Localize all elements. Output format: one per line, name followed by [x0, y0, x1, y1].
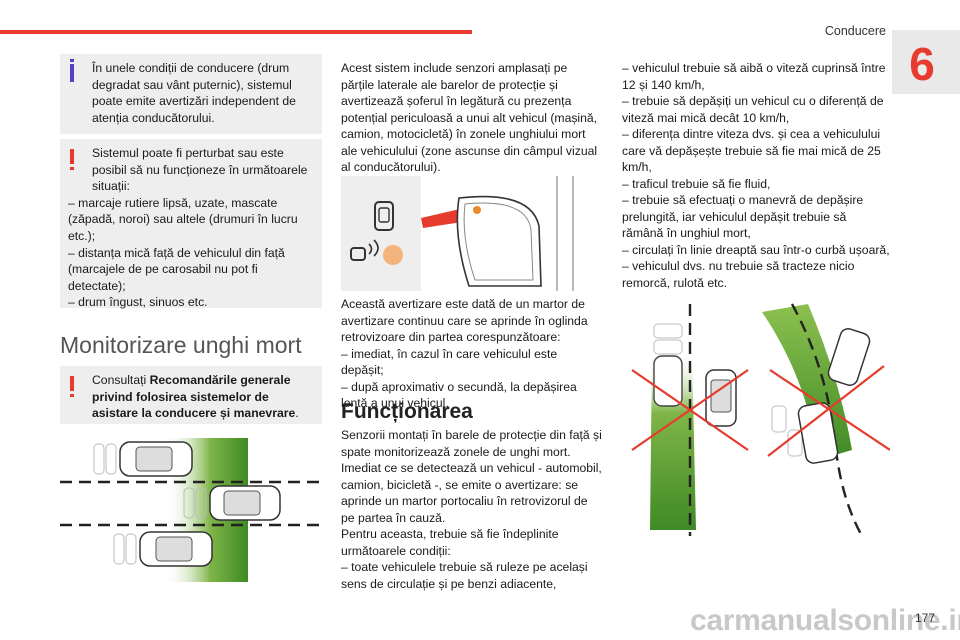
condition-item: – vehiculul dvs. nu trebuie să tracteze … — [622, 259, 855, 290]
curve-illustration — [631, 303, 890, 537]
condition-item: – trebuie să depășiți un vehicul cu o di… — [622, 94, 884, 125]
operation-text: – toate vehiculele trebuie să ruleze pe … — [341, 560, 588, 591]
subsection-title: Funcționarea — [341, 400, 473, 423]
warning-icon — [70, 376, 74, 397]
car-bottom-lane — [113, 531, 213, 567]
mirror-lamp — [473, 206, 481, 214]
info-note: În unele condiții de conducere (drum deg… — [60, 54, 322, 134]
car-icon-small — [350, 247, 366, 261]
car-right-lane — [705, 369, 737, 427]
warning-paragraph: Această avertizare este dată de un marto… — [341, 296, 603, 412]
car-curve-bottom — [771, 402, 839, 464]
mirror-shape — [456, 195, 542, 287]
car-curve-top — [827, 328, 871, 386]
condition-item: – circulați în linie dreaptă sau într-o … — [622, 242, 890, 257]
cross-line — [769, 369, 890, 451]
lane-illustration — [60, 438, 322, 582]
consult-prefix: Consultați — [92, 373, 150, 387]
condition-item: – traficul trebuie să fie fluid, — [622, 176, 771, 191]
operation-text: Pentru aceasta, trebuie să fie îndeplini… — [341, 527, 559, 558]
header-accent-bar — [0, 30, 472, 34]
warning-note: Sistemul poate fi perturbat sau este pos… — [60, 139, 322, 310]
warning-list-item: – imediat, în cazul în care vehiculul es… — [341, 346, 558, 378]
warning-list-item: – după aproximativ o secundă, la depășir… — [341, 379, 577, 411]
car-top-lane — [93, 441, 193, 477]
operation-text: Imediat ce se detectează un vehicul - au… — [341, 461, 602, 525]
condition-item: – diferența dintre viteza dvs. și cea a … — [622, 127, 881, 174]
page-number: 177 — [914, 611, 935, 625]
mirror-illustration — [341, 176, 574, 291]
consult-note: Consultați Recomandările generale privin… — [60, 366, 322, 424]
conditions-list: – vehiculul trebuie să aibă o viteză cup… — [622, 60, 890, 291]
warning-note-intro: Sistemul poate fi perturbat sau este pos… — [92, 146, 308, 194]
car-left-ghost — [653, 323, 683, 407]
intro-text: Acest sistem include senzori amplasați p… — [341, 61, 598, 174]
consult-suffix: . — [295, 406, 299, 421]
condition-item: – trebuie să efectuați o manevră de depă… — [622, 193, 864, 240]
info-icon — [70, 59, 74, 82]
chapter-title: Conducere — [824, 24, 886, 38]
watermark: carmanualsonline.info — [690, 604, 960, 637]
warning-icon — [70, 149, 74, 170]
warning-text: Această avertizare este dată de un marto… — [341, 297, 588, 344]
intro-paragraph: Acest sistem include senzori amplasați p… — [341, 60, 603, 176]
info-note-text: În unele condiții de conducere (drum deg… — [92, 61, 296, 125]
signal-waves-icon — [368, 239, 379, 257]
car-icon — [374, 201, 394, 231]
condition-item: – vehiculul trebuie să aibă o viteză cup… — [622, 61, 886, 92]
warning-item: – marcaje rutiere lipsă, uzate, mascate … — [68, 195, 298, 243]
chapter-number: 6 — [909, 38, 935, 90]
cross-line — [631, 369, 749, 451]
orange-warning-lamp — [383, 245, 403, 265]
cross-line — [767, 365, 885, 457]
warning-item: – distanța mică față de vehiculul din fa… — [68, 245, 285, 293]
curved-lane-line — [790, 303, 864, 537]
car-middle-lane — [183, 485, 281, 521]
indicator-panel — [341, 176, 421, 291]
operation-text: Senzorii montați în barele de protecție … — [341, 428, 602, 459]
chapter-tab — [892, 30, 960, 94]
warning-item: – drum îngust, sinuos etc. — [68, 295, 208, 310]
operation-paragraph: Senzorii montați în barele de protecție … — [341, 427, 603, 592]
section-title: Monitorizare unghi mort — [60, 332, 302, 358]
consult-bold: Recomandările generale privind folosirea… — [92, 373, 296, 421]
